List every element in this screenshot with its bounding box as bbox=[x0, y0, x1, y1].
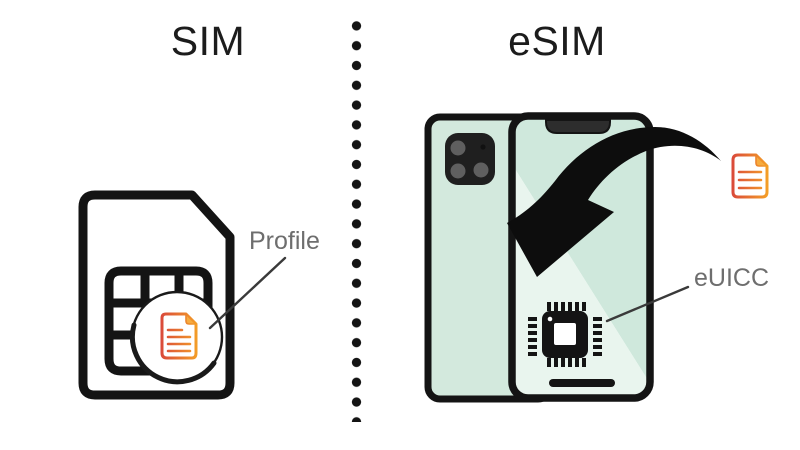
euicc-chip-icon bbox=[528, 302, 602, 367]
document-profile-icon bbox=[160, 312, 198, 360]
profile-pointer-line bbox=[208, 256, 287, 330]
camera-icon bbox=[445, 133, 495, 185]
document-esim-icon bbox=[731, 153, 769, 199]
home-bar bbox=[549, 379, 615, 387]
sim-card-icon bbox=[78, 190, 287, 400]
euicc-label: eUICC bbox=[694, 264, 770, 292]
sim-title: SIM bbox=[170, 18, 246, 64]
euicc-pointer-line bbox=[605, 285, 690, 323]
dotted-divider bbox=[351, 16, 362, 422]
esim-title: eSIM bbox=[508, 18, 606, 64]
notch bbox=[545, 119, 611, 134]
profile-label: Profile bbox=[249, 227, 320, 255]
phone-front-icon bbox=[508, 112, 654, 402]
download-arrow-icon bbox=[507, 127, 721, 277]
profile-circle-accent bbox=[129, 322, 217, 385]
